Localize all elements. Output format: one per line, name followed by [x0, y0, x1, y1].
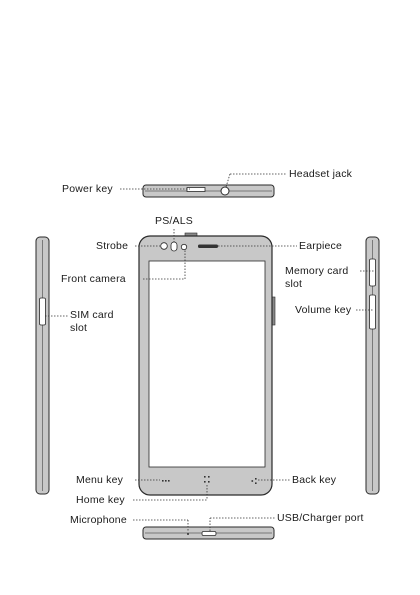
memory-card-slot-label-line1: Memory card	[285, 265, 348, 277]
left-side-view	[36, 237, 49, 494]
usb-port-hole	[202, 532, 216, 536]
power-key-label: Power key	[62, 183, 113, 195]
memory-card-slot-label-line2: slot	[285, 278, 302, 290]
microphone-label: Microphone	[70, 514, 127, 526]
home-key-label: Home key	[76, 494, 125, 506]
earpiece-slot	[198, 245, 218, 249]
volume-key-side	[370, 295, 376, 329]
front-camera-label: Front camera	[61, 273, 126, 285]
memory-card-slot-hole	[370, 259, 376, 286]
strobe-label: Strobe	[96, 240, 128, 252]
usb-charger-port-label: USB/Charger port	[277, 512, 364, 524]
microphone-hole	[187, 533, 189, 535]
ps-als-sensor	[171, 242, 177, 251]
headset-jack-hole	[221, 187, 229, 195]
bottom-edge-view	[143, 527, 274, 539]
sim-card-slot-label-line2: slot	[70, 322, 87, 334]
menu-key-icon	[162, 480, 170, 482]
strobe-icon	[161, 243, 168, 250]
ps-als-label: PS/ALS	[155, 215, 193, 227]
front-view	[139, 233, 275, 495]
top-edge-view	[143, 185, 274, 197]
menu-key-label: Menu key	[76, 474, 123, 486]
back-key-label: Back key	[292, 474, 336, 486]
volume-key-label: Volume key	[295, 304, 351, 316]
headset-jack-label: Headset jack	[289, 168, 352, 180]
sim-card-slot-label-line1: SIM card	[70, 309, 114, 321]
power-key-top	[187, 188, 205, 192]
right-side-view	[366, 237, 379, 494]
front-camera-icon	[181, 244, 186, 249]
sim-card-slot-hole	[40, 298, 46, 325]
phone-screen	[149, 261, 265, 467]
earpiece-label: Earpiece	[299, 240, 342, 252]
